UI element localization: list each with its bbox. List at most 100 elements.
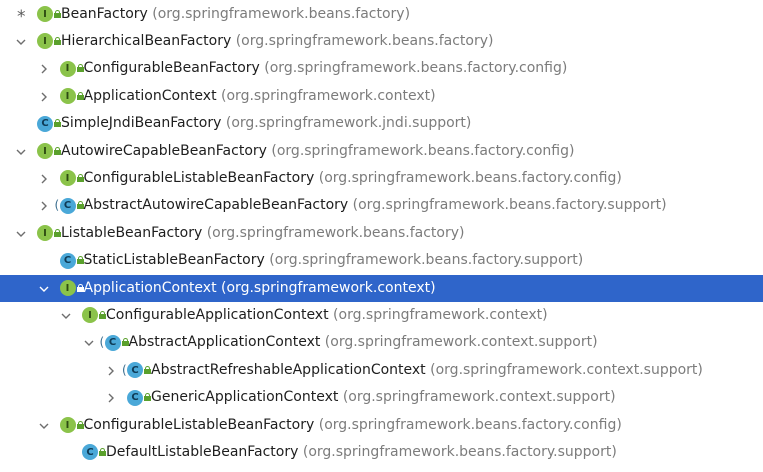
- type-name: GenericApplicationContext: [151, 389, 339, 406]
- package-name: (org.springframework.context): [221, 279, 436, 296]
- public-lock-icon: [144, 365, 151, 374]
- package-name: (org.springframework.beans.factory): [235, 32, 494, 49]
- tree-node[interactable]: I ConfigurableBeanFactory (org.springfram…: [0, 55, 763, 82]
- type-name: ApplicationContext: [83, 279, 217, 296]
- tree-node-label: AbstractAutowireCapableBeanFactory (org.…: [84, 197, 667, 213]
- interface-icon: I: [37, 6, 53, 22]
- public-lock-icon: [54, 146, 61, 155]
- public-lock-icon: [54, 9, 61, 18]
- tree-node[interactable]: C DefaultListableBeanFactory (org.springf…: [0, 439, 763, 466]
- public-lock-icon: [54, 36, 61, 45]
- tree-node-label: StaticListableBeanFactory (org.springfra…: [84, 252, 584, 268]
- tree-node[interactable]: C StaticListableBeanFactory (org.springfr…: [0, 247, 763, 274]
- chevron-right-icon[interactable]: [104, 364, 118, 378]
- public-lock-icon: [76, 420, 84, 429]
- type-name: ListableBeanFactory: [61, 224, 203, 241]
- abstract-marker-icon: (: [54, 198, 60, 213]
- tree-node[interactable]: I ConfigurableListableBeanFactory (org.sp…: [0, 412, 763, 439]
- abstract-marker-icon: (: [99, 335, 105, 350]
- tree-node[interactable]: I ConfigurableApplicationContext (org.spr…: [0, 302, 763, 329]
- type-name: BeanFactory: [61, 5, 148, 22]
- tree-node-label: HierarchicalBeanFactory (org.springframe…: [61, 33, 493, 49]
- public-lock-icon: [99, 447, 106, 456]
- class-icon: C: [59, 252, 76, 269]
- chevron-right-icon[interactable]: [104, 391, 118, 405]
- tree-node[interactable]: * I BeanFactory (org.springframework.beans…: [0, 1, 763, 28]
- package-name: (org.springframework.beans.factory.confi…: [271, 142, 575, 159]
- tree-node[interactable]: C GenericApplicationContext (org.springfr…: [0, 384, 763, 411]
- type-name: SimpleJndiBeanFactory: [61, 115, 222, 132]
- root-marker-icon: *: [17, 6, 26, 27]
- type-name: ConfigurableListableBeanFactory: [83, 169, 315, 186]
- public-lock-icon: [54, 119, 61, 128]
- class-icon: C: [127, 389, 143, 406]
- interface-icon: I: [59, 88, 76, 105]
- type-name: StaticListableBeanFactory: [83, 252, 265, 269]
- chevron-down-icon[interactable]: [14, 35, 28, 49]
- chevron-right-icon[interactable]: [37, 172, 51, 186]
- tree-node-label: AbstractRefreshableApplicationContext (o…: [151, 362, 703, 378]
- tree-node-label: ApplicationContext (org.springframework.…: [84, 88, 436, 104]
- type-name: ConfigurableApplicationContext: [106, 306, 329, 323]
- tree-node-label: AbstractApplicationContext (org.springfr…: [129, 334, 598, 350]
- tree-node-label: ConfigurableApplicationContext (org.spri…: [106, 307, 548, 323]
- package-name: (org.springframework.beans.factory.suppo…: [302, 443, 617, 460]
- tree-node-label: ConfigurableListableBeanFactory (org.spr…: [84, 417, 622, 433]
- tree-node-label: ConfigurableBeanFactory (org.springframe…: [84, 60, 568, 76]
- package-name: (org.springframework.context.support): [342, 389, 616, 406]
- tree-node[interactable]: C SimpleJndiBeanFactory (org.springframew…: [0, 110, 763, 137]
- public-lock-icon: [144, 393, 151, 402]
- type-name: HierarchicalBeanFactory: [61, 32, 232, 49]
- abstract-class-icon: C: [104, 334, 121, 351]
- class-icon: C: [37, 115, 53, 132]
- tree-node[interactable]: I ListableBeanFactory (org.springframewor…: [0, 220, 763, 247]
- interface-icon: I: [37, 33, 53, 50]
- package-name: (org.springframework.beans.factory): [152, 5, 411, 22]
- chevron-down-icon[interactable]: [82, 336, 96, 350]
- tree-node[interactable]: (C AbstractApplicationContext (org.spring…: [0, 329, 763, 356]
- public-lock-icon: [76, 64, 84, 73]
- package-name: (org.springframework.context): [333, 306, 548, 323]
- abstract-class-icon: C: [59, 197, 76, 214]
- chevron-down-icon[interactable]: [37, 282, 51, 296]
- tree-node-label: SimpleJndiBeanFactory (org.springframewo…: [61, 115, 471, 131]
- package-name: (org.springframework.beans.factory.confi…: [318, 169, 622, 186]
- tree-node-label: ApplicationContext (org.springframework.…: [84, 280, 436, 296]
- package-name: (org.springframework.beans.factory): [206, 224, 465, 241]
- chevron-right-icon[interactable]: [37, 90, 51, 104]
- public-lock-icon: [76, 256, 84, 265]
- tree-node-label: GenericApplicationContext (org.springfra…: [151, 389, 616, 405]
- interface-icon: I: [59, 417, 76, 433]
- interface-icon: I: [37, 225, 53, 242]
- type-name: AutowireCapableBeanFactory: [61, 142, 267, 159]
- tree-node[interactable]: I ApplicationContext (org.springframework…: [0, 83, 763, 110]
- public-lock-icon: [76, 201, 84, 210]
- class-icon: C: [82, 444, 98, 461]
- tree-node[interactable]: I AutowireCapableBeanFactory (org.springf…: [0, 138, 763, 165]
- package-name: (org.springframework.context): [221, 87, 436, 104]
- abstract-class-icon: C: [127, 362, 143, 379]
- tree-node-label: DefaultListableBeanFactory (org.springfr…: [106, 444, 617, 460]
- interface-icon: I: [37, 143, 53, 159]
- chevron-right-icon[interactable]: [37, 199, 51, 213]
- tree-node[interactable]: I HierarchicalBeanFactory (org.springfram…: [0, 28, 763, 55]
- interface-icon: I: [59, 60, 76, 77]
- type-name: ApplicationContext: [83, 87, 217, 104]
- chevron-down-icon[interactable]: [37, 419, 51, 433]
- package-name: (org.springframework.context.support): [430, 361, 703, 378]
- type-name: ConfigurableListableBeanFactory: [83, 416, 315, 433]
- type-name: AbstractAutowireCapableBeanFactory: [83, 197, 349, 214]
- chevron-down-icon[interactable]: [59, 309, 73, 323]
- public-lock-icon: [121, 338, 129, 347]
- tree-node[interactable]: (C AbstractAutowireCapableBeanFactory (or…: [0, 192, 763, 219]
- package-name: (org.springframework.jndi.support): [225, 115, 472, 132]
- interface-icon: I: [82, 307, 98, 324]
- chevron-down-icon[interactable]: [14, 227, 28, 241]
- chevron-right-icon[interactable]: [37, 62, 51, 76]
- type-name: ConfigurableBeanFactory: [83, 60, 260, 77]
- chevron-down-icon[interactable]: [14, 145, 28, 159]
